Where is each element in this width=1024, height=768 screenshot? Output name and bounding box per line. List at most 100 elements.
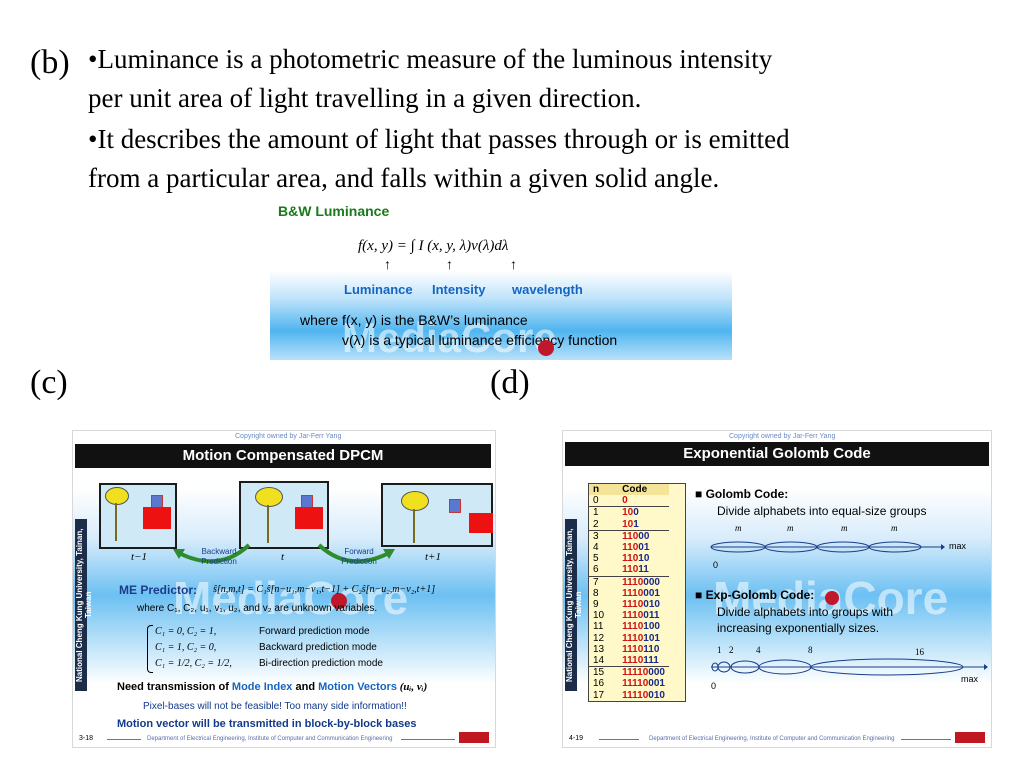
group-ellipse <box>717 661 731 673</box>
forward-arrowhead-icon <box>383 549 395 559</box>
luminance-slide-title: B&W Luminance <box>278 203 390 219</box>
footer-rule <box>901 739 951 740</box>
n-cell: 4 <box>593 542 599 554</box>
code-cell: 11110010 <box>608 690 669 701</box>
exp-description-2: increasing exponentially sizes. <box>717 621 880 635</box>
backward-label: Backward Prediction <box>201 547 237 566</box>
code-suffix: 11 <box>638 564 649 576</box>
golomb-title: Exponential Golomb Code <box>565 442 989 466</box>
col-code-header: Code <box>622 484 648 495</box>
label-intensity: Intensity <box>432 282 486 297</box>
code-cell: 1110000 <box>608 576 669 588</box>
tick-label-16: 16 <box>915 647 924 657</box>
logo-flower-icon <box>538 340 554 356</box>
m-label: m <box>787 523 794 533</box>
case-3-condition: C₁ = 1/2, C₂ = 1/2, <box>155 658 232 669</box>
n-cell: 3 <box>593 530 599 542</box>
n-cell: 0 <box>593 495 599 507</box>
code-cell: 11110001 <box>608 678 669 689</box>
exp-description-1: Divide alphabets into groups with <box>717 605 894 619</box>
box-icon <box>469 513 493 533</box>
footer-rule <box>401 739 455 740</box>
code-suffix: 001 <box>648 678 665 690</box>
dpcm-title: Motion Compensated DPCM <box>75 444 491 468</box>
footer-rule <box>107 739 141 740</box>
code-prefix: 110 <box>622 553 639 565</box>
n-cell: 2 <box>593 518 599 530</box>
code-cell: 1110100 <box>608 621 669 632</box>
code-suffix: 000 <box>648 667 665 679</box>
copyright: Copyright owned by Jar-Ferr Yang <box>235 433 342 440</box>
where-line-1: where f(x, y) is the B&W’s luminance <box>300 312 528 328</box>
code-cell: 11000 <box>608 530 669 542</box>
logo-flower-icon <box>331 593 347 609</box>
code-prefix: 1110 <box>622 599 644 611</box>
exp-groups-diagram <box>711 658 988 676</box>
footer: Department of Electrical Engineering, In… <box>649 736 895 742</box>
code-cell: 11011 <box>608 564 669 576</box>
code-prefix: 1110 <box>622 655 644 667</box>
code-prefix: 10 <box>622 518 634 530</box>
case-brace-icon <box>147 625 153 673</box>
backward-arrowhead-icon <box>173 549 185 559</box>
case-3-mode: Bi-direction prediction mode <box>259 658 383 669</box>
code-suffix: 000 <box>643 576 660 588</box>
ball-icon <box>105 487 129 505</box>
page-number: 4-19 <box>569 735 584 742</box>
group-ellipse <box>868 541 922 553</box>
stick-icon <box>413 509 415 543</box>
golomb-heading: ■ Golomb Code: <box>695 487 788 501</box>
case-2-condition: C₁ = 1, C₂ = 0, <box>155 642 217 653</box>
code-suffix: 010 <box>648 689 665 701</box>
exp-zero-label: 0 <box>711 681 717 691</box>
code-suffix: 10 <box>638 553 650 565</box>
code-cell: 1110110 <box>608 644 669 655</box>
tick-label-2: 2 <box>729 645 734 655</box>
code-prefix: 1110 <box>622 632 644 644</box>
page-number: 3-18 <box>79 735 94 742</box>
code-prefix: 110 <box>622 530 639 542</box>
bullet-2-line-1: •It describes the amount of light that p… <box>88 124 790 154</box>
motion-vectors-symbol: (uᵢ, vᵢ) <box>396 681 428 693</box>
table-header: n Code <box>589 484 669 496</box>
group-ellipse <box>810 658 964 676</box>
n-cell: 10 <box>593 610 605 622</box>
code-suffix: 111 <box>643 655 659 667</box>
code-prefix: 1110 <box>622 621 644 633</box>
exp-max-label: max <box>961 674 979 684</box>
prediction-arrows <box>173 543 395 564</box>
n-cell: 16 <box>593 678 605 690</box>
code-suffix: 001 <box>643 587 660 599</box>
footer: Department of Electrical Engineering, In… <box>147 736 393 742</box>
stick-icon <box>267 505 269 543</box>
arrow-intensity: ↑ <box>446 258 453 273</box>
code-cell: 1110001 <box>608 588 669 599</box>
code-prefix: 1110 <box>622 643 644 655</box>
block-note: Motion vector will be transmitted in blo… <box>117 718 417 730</box>
golomb-groups-diagram <box>710 541 945 553</box>
tick-label-8: 8 <box>808 645 813 655</box>
code-cell: 11010 <box>608 553 669 564</box>
axis-arrowhead-icon <box>941 544 945 550</box>
n-cell: 11 <box>593 621 604 633</box>
m-label: m <box>735 523 742 533</box>
forward-label: Forward Prediction <box>341 547 377 566</box>
frame-next <box>381 483 493 547</box>
code-cell: 1110111 <box>608 655 669 667</box>
code-prefix: 11110 <box>622 678 649 690</box>
frame-current-label: t <box>281 551 285 563</box>
code-prefix: 11110 <box>622 667 649 679</box>
label-wavelength: wavelength <box>512 282 583 297</box>
label-luminance: Luminance <box>344 282 413 297</box>
watermark: MediaCore <box>173 572 409 624</box>
code-prefix: 1110 <box>622 576 644 588</box>
need-text-2: and <box>292 681 319 693</box>
